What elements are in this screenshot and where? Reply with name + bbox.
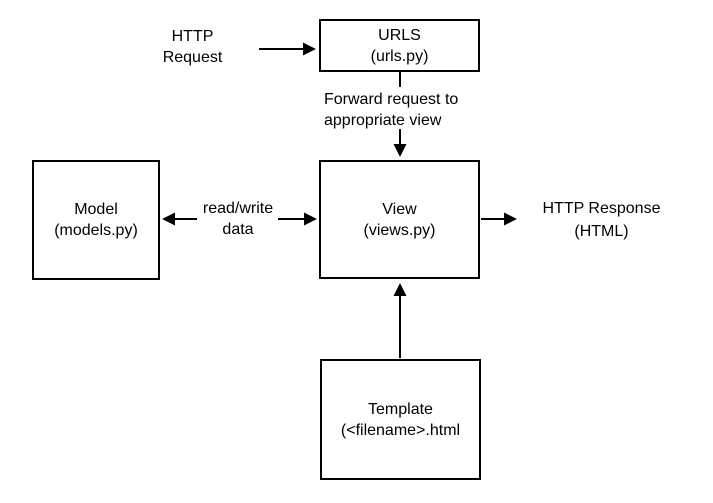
template-box-title: Template xyxy=(368,400,433,418)
read-write-label-line1: read/write xyxy=(202,200,274,217)
model-box-subtitle: (models.py) xyxy=(54,222,138,239)
urls-box-subtitle: (urls.py) xyxy=(370,47,429,65)
urls-box-title: URLS xyxy=(378,26,421,44)
view-box: View (views.py) xyxy=(319,160,480,279)
forward-request-label-line1: Forward request to xyxy=(324,91,459,108)
http-response-label: HTTP Response (HTML) xyxy=(531,197,672,243)
template-box-subtitle: (<filename>.html xyxy=(340,421,461,439)
view-box-subtitle: (views.py) xyxy=(363,221,436,239)
http-request-label-line1: HTTP xyxy=(171,28,214,45)
read-write-label-line2: data xyxy=(222,221,254,238)
model-box-title: Model xyxy=(74,201,118,218)
urls-box: URLS (urls.py) xyxy=(319,19,480,72)
template-box: Template (<filename>.html xyxy=(320,359,481,480)
model-box: Model (models.py) xyxy=(32,160,160,280)
read-write-label: read/write data xyxy=(192,198,284,240)
http-request-label: HTTP Request xyxy=(145,26,240,68)
http-response-label-line1: HTTP Response xyxy=(542,200,661,217)
http-request-label-line2: Request xyxy=(162,49,223,66)
http-response-label-line2: (HTML) xyxy=(574,223,629,240)
forward-request-label: Forward request to appropriate view xyxy=(324,89,484,131)
forward-request-label-line2: appropriate view xyxy=(324,112,442,129)
view-box-title: View xyxy=(382,200,417,218)
